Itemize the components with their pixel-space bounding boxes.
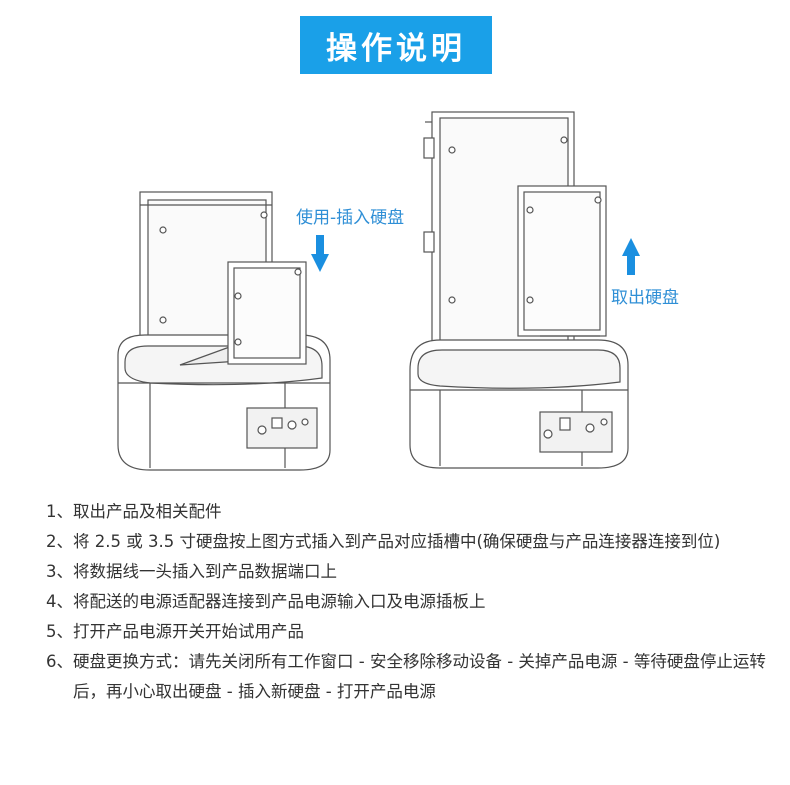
left-dock — [117, 191, 331, 471]
remove-caption: 取出硬盘 — [611, 288, 679, 308]
list-item: 5、打开产品电源开关开始试用产品 — [46, 622, 304, 641]
docking-station-illustration — [117, 111, 640, 471]
down-arrow-icon — [311, 235, 329, 272]
up-arrow-icon — [622, 238, 640, 275]
list-item: 6、硬盘更换方式：请先关闭所有工作窗口 - 安全移除移动设备 - 关掉产品电源 … — [46, 652, 766, 701]
list-item: 2、将 2.5 或 3.5 寸硬盘按上图方式插入到产品对应插槽中(确保硬盘与产品… — [46, 532, 721, 551]
list-item: 3、将数据线一头插入到产品数据端口上 — [46, 562, 337, 581]
list-item: 1、取出产品及相关配件 — [46, 502, 222, 521]
page-title: 操作说明 — [300, 16, 492, 74]
right-dock — [409, 111, 629, 469]
insert-caption: 使用-插入硬盘 — [296, 208, 405, 228]
instruction-list: 1、取出产品及相关配件 2、将 2.5 或 3.5 寸硬盘按上图方式插入到产品对… — [46, 497, 776, 707]
list-item: 4、将配送的电源适配器连接到产品电源输入口及电源插板上 — [46, 592, 486, 611]
